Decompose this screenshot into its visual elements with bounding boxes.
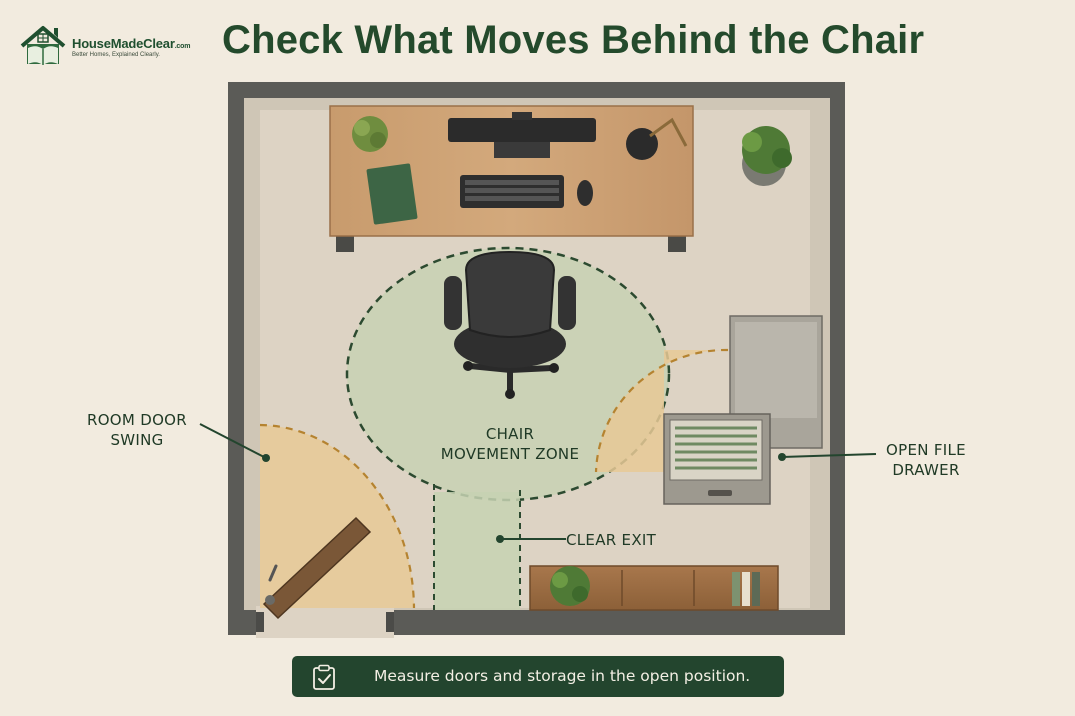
desk: [329, 105, 694, 252]
corner-plant: [742, 126, 792, 186]
office-chair: [444, 250, 576, 399]
low-shelf: [529, 565, 779, 611]
clear-exit-path: [433, 484, 521, 610]
page-title: Check What Moves Behind the Chair: [222, 18, 925, 62]
callout-lines: [199, 423, 877, 543]
filing-cabinet: [663, 315, 823, 505]
tip-text: Measure doors and storage in the open po…: [374, 667, 751, 685]
open-file-drawer-label: OPEN FILE DRAWER: [886, 441, 966, 479]
house-book-icon: [20, 26, 66, 65]
brand-logo[interactable]: HouseMadeClear.com Better Homes, Explain…: [18, 22, 208, 72]
door: [262, 516, 372, 620]
door-swing-arc: [259, 423, 416, 609]
clipboard-check-icon: [313, 664, 335, 690]
room-door-swing-label: ROOM DOOR SWING: [86, 411, 188, 449]
clear-exit-label: CLEAR EXIT: [566, 531, 657, 549]
chair-movement-zone-label: CHAIR MOVEMENT ZONE: [440, 425, 580, 463]
brand-tagline: Better Homes, Explained Clearly.: [72, 52, 160, 58]
tip-banner: Measure doors and storage in the open po…: [292, 656, 784, 697]
file-drawer-swing: [594, 348, 729, 473]
brand-name: HouseMadeClear.com: [72, 36, 191, 51]
